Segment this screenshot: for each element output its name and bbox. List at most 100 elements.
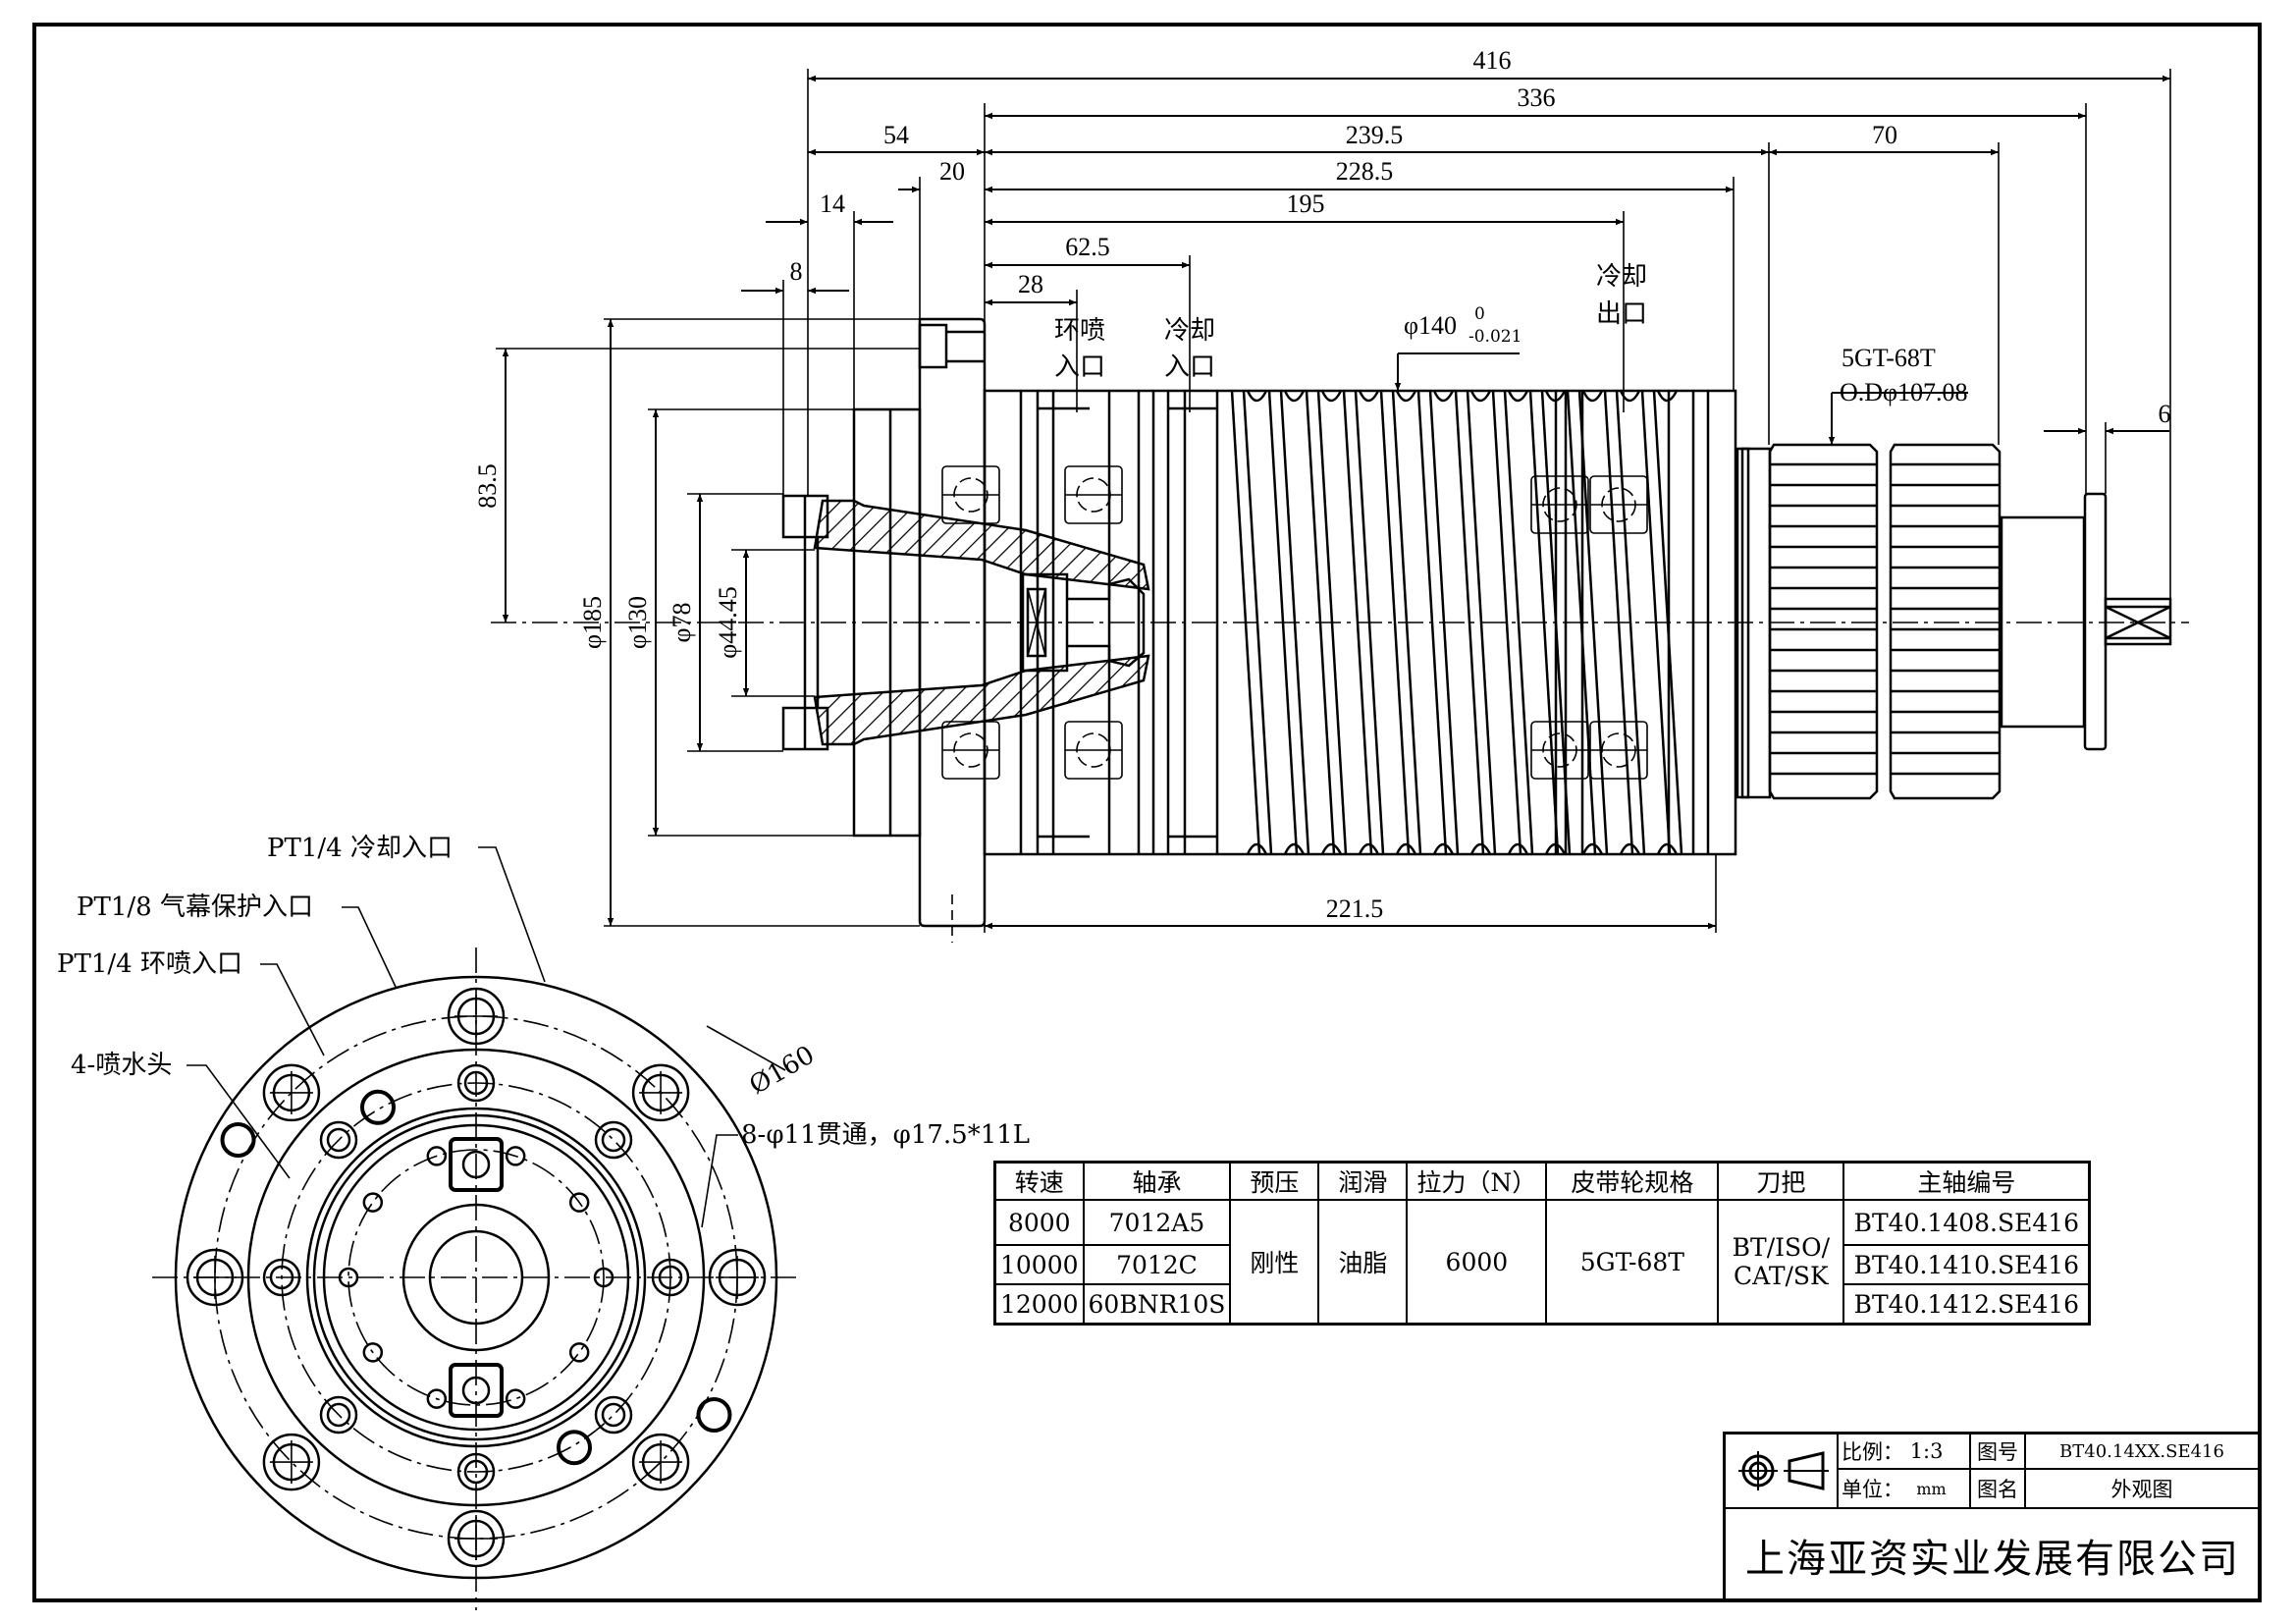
groove-scallop <box>1246 842 1268 855</box>
spindle-hole <box>568 1192 590 1213</box>
first-angle-projection-icon <box>1737 1451 1829 1490</box>
bolt-hole-counterbore <box>708 1248 767 1307</box>
rear-flange <box>2083 492 2108 751</box>
coolant-out-label-2: 出口 <box>1596 299 1647 329</box>
inner-bolt-hole <box>319 1395 358 1435</box>
cell-bearing: 60BNR10S <box>1082 1283 1232 1326</box>
inner-bolt-hole <box>594 1120 633 1160</box>
groove-scallop <box>1619 390 1641 403</box>
cell-bearing: 7012A5 <box>1082 1199 1232 1246</box>
table-row: 8000 7012A5 刚性 油脂 6000 5GT-68T BT/ISO/CA… <box>993 1199 2091 1326</box>
cell-preload: 刚性 <box>1229 1199 1320 1326</box>
cell-speed: 8000 <box>993 1199 1085 1246</box>
callout-pcd: Ø160 <box>745 1041 820 1101</box>
groove-scallop <box>1619 842 1641 855</box>
tool-holder-line-2: CAT/SK <box>1734 1262 1829 1290</box>
groove-scallop <box>1358 390 1380 403</box>
bolt-hole-counterbore <box>447 987 506 1046</box>
spray-nozzle <box>557 1430 592 1466</box>
table-row: 10000 7012C BT40.1410.SE416 <box>993 1244 2091 1285</box>
rear-key <box>2104 597 2172 646</box>
cell-tool-holder: BT/ISO/CAT/SK <box>1717 1199 1845 1326</box>
groove-scallop <box>1544 390 1567 403</box>
groove-scallop <box>1283 842 1306 855</box>
groove-scallop <box>1283 390 1306 403</box>
drawing-name-label: 图名 <box>1971 1470 2026 1509</box>
cooling-spiral-line <box>1342 390 1373 855</box>
groove-scallop <box>1656 390 1679 403</box>
spindle-hole <box>505 1146 526 1166</box>
groove-scallop <box>1432 842 1455 855</box>
drawing-no-label: 图号 <box>1971 1435 2026 1470</box>
dim-228-5: 228.5 <box>1336 157 1394 186</box>
header-tool-holder: 刀把 <box>1717 1161 1845 1201</box>
drawing-border <box>32 23 2262 1602</box>
unit-field: 单位： mm <box>1839 1470 1971 1509</box>
dim-8: 8 <box>790 257 803 286</box>
dim-70: 70 <box>1872 121 1897 149</box>
dim-336: 336 <box>1518 83 1556 112</box>
cell-model: BT40.1410.SE416 <box>1842 1244 2091 1285</box>
spindle-hole <box>338 1267 359 1288</box>
cooling-spiral-line <box>1577 390 1609 855</box>
table-row: 12000 60BNR10S BT40.1412.SE416 <box>993 1283 2091 1326</box>
spindle-hole <box>426 1146 448 1166</box>
pulley-right <box>1889 443 2002 800</box>
header-bearing: 轴承 <box>1082 1161 1232 1201</box>
scale-label: 比例： <box>1842 1440 1903 1464</box>
cooling-spiral-line <box>1391 390 1422 855</box>
housing-tol-lower: -0.021 <box>1468 327 1522 347</box>
mounting-flange <box>918 317 987 928</box>
bolt-hole-counterbore <box>262 1063 321 1122</box>
front-view-callouts: PT1/4 冷却入口 PT1/8 气幕保护入口 PT1/4 环喷入口 4-喷水头… <box>57 834 1030 1228</box>
tool-holder-upper <box>813 499 1150 591</box>
housing-diameter: φ140 <box>1404 311 1457 340</box>
dim-28: 28 <box>1018 270 1043 298</box>
cooling-spiral-line <box>1640 390 1672 855</box>
dim-14: 14 <box>820 189 845 218</box>
dim-62-5: 62.5 <box>1065 233 1110 261</box>
spindle-hole <box>505 1388 526 1409</box>
bolt-hole-counterbore <box>447 1509 506 1568</box>
groove-scallop <box>1469 842 1492 855</box>
groove-scallop <box>1544 842 1567 855</box>
spindle-hole <box>426 1388 448 1409</box>
inner-bolt-hole-bore <box>326 1402 351 1428</box>
groove-scallop <box>1320 390 1343 403</box>
cell-speed: 10000 <box>993 1244 1085 1285</box>
cooling-spiral-line <box>1305 390 1336 855</box>
header-model: 主轴编号 <box>1842 1161 2091 1201</box>
title-block: 比例： 1:3 图号 BT40.14XX.SE416 单位： mm 图名 外观图… <box>1723 1432 2260 1600</box>
scale-field: 比例： 1:3 <box>1839 1435 1971 1470</box>
groove-scallop <box>1507 390 1529 403</box>
dim-d44-45: φ44.45 <box>714 586 742 659</box>
groove-scallop <box>1395 390 1417 403</box>
spindle-hole <box>593 1267 614 1288</box>
dim-d185: φ185 <box>578 596 607 649</box>
dim-20: 20 <box>939 157 965 186</box>
spindle-hole <box>362 1342 384 1363</box>
cooling-spiral-line <box>1491 390 1522 855</box>
drive-key-screw <box>461 1150 491 1179</box>
cooling-spiral-line <box>1540 390 1572 855</box>
pull-stud <box>1021 572 1069 673</box>
cooling-spiral-line <box>1652 390 1683 855</box>
inner-bolt-hole <box>456 1452 496 1491</box>
spindle-hole <box>568 1342 590 1363</box>
groove-scallop <box>1656 842 1679 855</box>
cooling-spiral-line <box>1379 390 1411 855</box>
inner-bolt-hole <box>651 1258 690 1297</box>
groove-scallop <box>1432 390 1455 403</box>
bolt-hole-counterbore <box>631 1063 690 1122</box>
dim-d130: φ130 <box>623 596 652 649</box>
inner-bolt-hole-bore <box>269 1265 294 1290</box>
groove-scallop <box>1469 390 1492 403</box>
company-name: 上海亚资实业发展有限公司 <box>1745 1536 2240 1582</box>
housing-tol-upper: 0 <box>1474 304 1485 324</box>
cooling-spiral-line <box>1454 390 1485 855</box>
inner-bolt-hole-bore <box>326 1127 351 1153</box>
cell-pulley: 5GT-68T <box>1545 1199 1720 1326</box>
coolant-in-label-1: 冷却 <box>1164 316 1215 346</box>
callout-coolant-in: PT1/4 冷却入口 <box>267 834 453 863</box>
